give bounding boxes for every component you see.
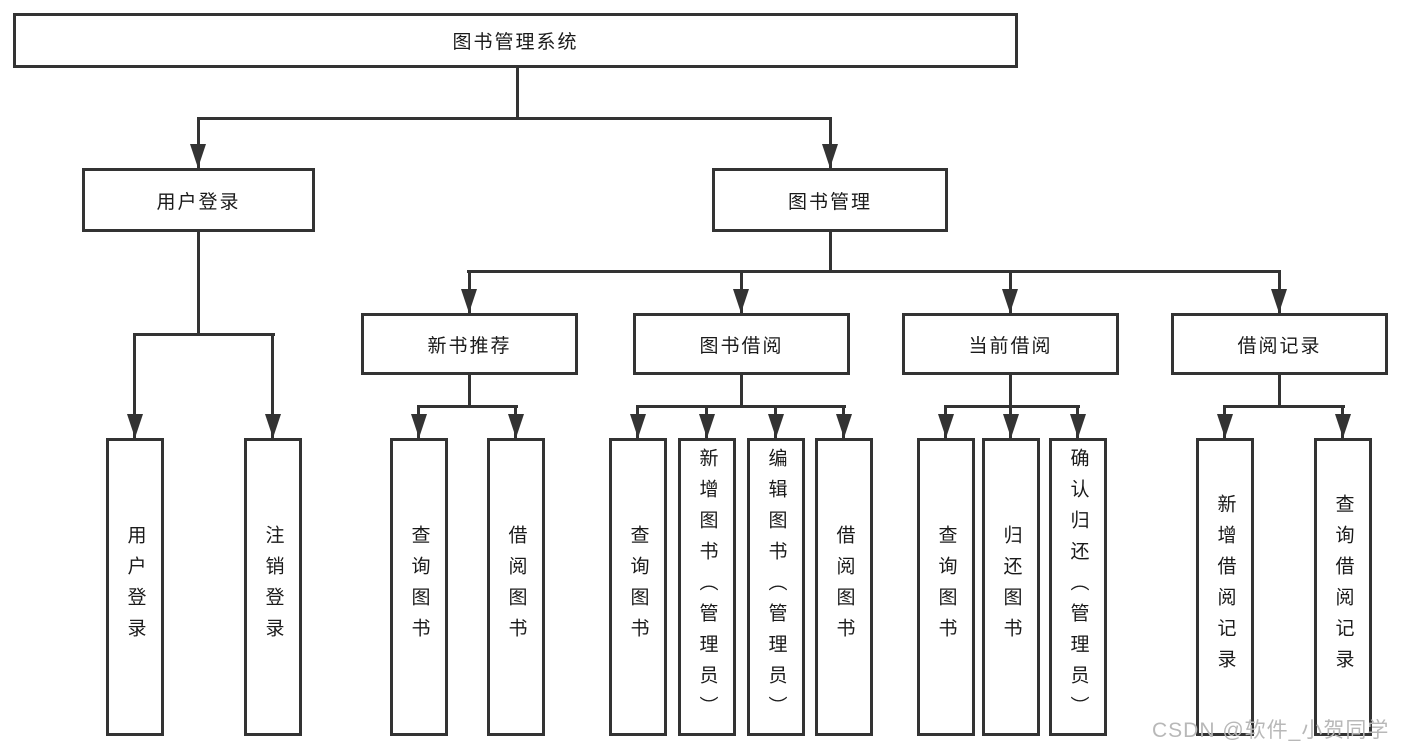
node-book-borrow: 图书借阅 — [633, 313, 850, 375]
arrowhead — [938, 414, 954, 438]
leaf-confirm-return-admin: 确认归还（管理员） — [1049, 438, 1107, 736]
arrowhead — [733, 289, 749, 313]
connector-book-borrow-hline — [636, 405, 846, 408]
connector-new-book-hline — [417, 405, 518, 408]
leaf-query-book-borrow: 查询图书 — [609, 438, 667, 736]
arrowhead — [1271, 289, 1287, 313]
arrowhead — [699, 414, 715, 438]
node-borrow-records: 借阅记录 — [1171, 313, 1388, 375]
node-root: 图书管理系统 — [13, 13, 1018, 68]
leaf-user-login: 用户登录 — [106, 438, 164, 736]
node-user-login: 用户登录 — [82, 168, 315, 232]
arrowhead — [768, 414, 784, 438]
arrowhead — [265, 414, 281, 438]
arrowhead — [411, 414, 427, 438]
leaf-borrow-book-recommend: 借阅图书 — [487, 438, 545, 736]
leaf-query-book-recommend: 查询图书 — [390, 438, 448, 736]
arrowhead — [461, 289, 477, 313]
leaf-edit-book-admin: 编辑图书（管理员） — [747, 438, 805, 736]
arrowhead — [836, 414, 852, 438]
leaf-logout: 注销登录 — [244, 438, 302, 736]
connector-current-borrow-down — [1009, 375, 1012, 407]
arrowhead — [1002, 289, 1018, 313]
connector-level2-hline — [197, 117, 832, 120]
connector-user-login-down — [197, 232, 200, 334]
arrowhead — [1003, 414, 1019, 438]
connector-book-mgmt-stem — [829, 117, 832, 168]
arrowhead — [1070, 414, 1086, 438]
connector-user-login-stem — [197, 117, 200, 168]
arrowhead — [508, 414, 524, 438]
arrowhead — [1217, 414, 1233, 438]
connector-user-login-hline — [133, 333, 275, 336]
arrowhead — [1335, 414, 1351, 438]
connector-leaf-user-login-stem — [133, 333, 136, 438]
node-book-management: 图书管理 — [712, 168, 948, 232]
connector-new-book-down — [468, 375, 471, 407]
leaf-add-book-admin: 新增图书（管理员） — [678, 438, 736, 736]
connector-book-borrow-down — [740, 375, 743, 407]
connector-level3-hline — [467, 270, 1281, 273]
connector-book-mgmt-down — [829, 232, 832, 273]
connector-root-stem — [516, 68, 519, 118]
watermark-text: CSDN @软件_小贺同学 — [1152, 719, 1390, 742]
arrowhead — [190, 144, 206, 168]
leaf-return-book: 归还图书 — [982, 438, 1040, 736]
connector-leaf-logout-stem — [271, 333, 274, 438]
leaf-add-borrow-record: 新增借阅记录 — [1196, 438, 1254, 736]
arrowhead — [630, 414, 646, 438]
connector-borrow-records-hline — [1223, 405, 1345, 408]
arrowhead — [822, 144, 838, 168]
leaf-borrow-book: 借阅图书 — [815, 438, 873, 736]
connector-current-borrow-hline — [944, 405, 1080, 408]
leaf-query-borrow-record: 查询借阅记录 — [1314, 438, 1372, 736]
node-new-book-recommend: 新书推荐 — [361, 313, 578, 375]
connector-borrow-records-down — [1278, 375, 1281, 407]
leaf-query-book-current: 查询图书 — [917, 438, 975, 736]
arrowhead — [127, 414, 143, 438]
node-current-borrow: 当前借阅 — [902, 313, 1119, 375]
